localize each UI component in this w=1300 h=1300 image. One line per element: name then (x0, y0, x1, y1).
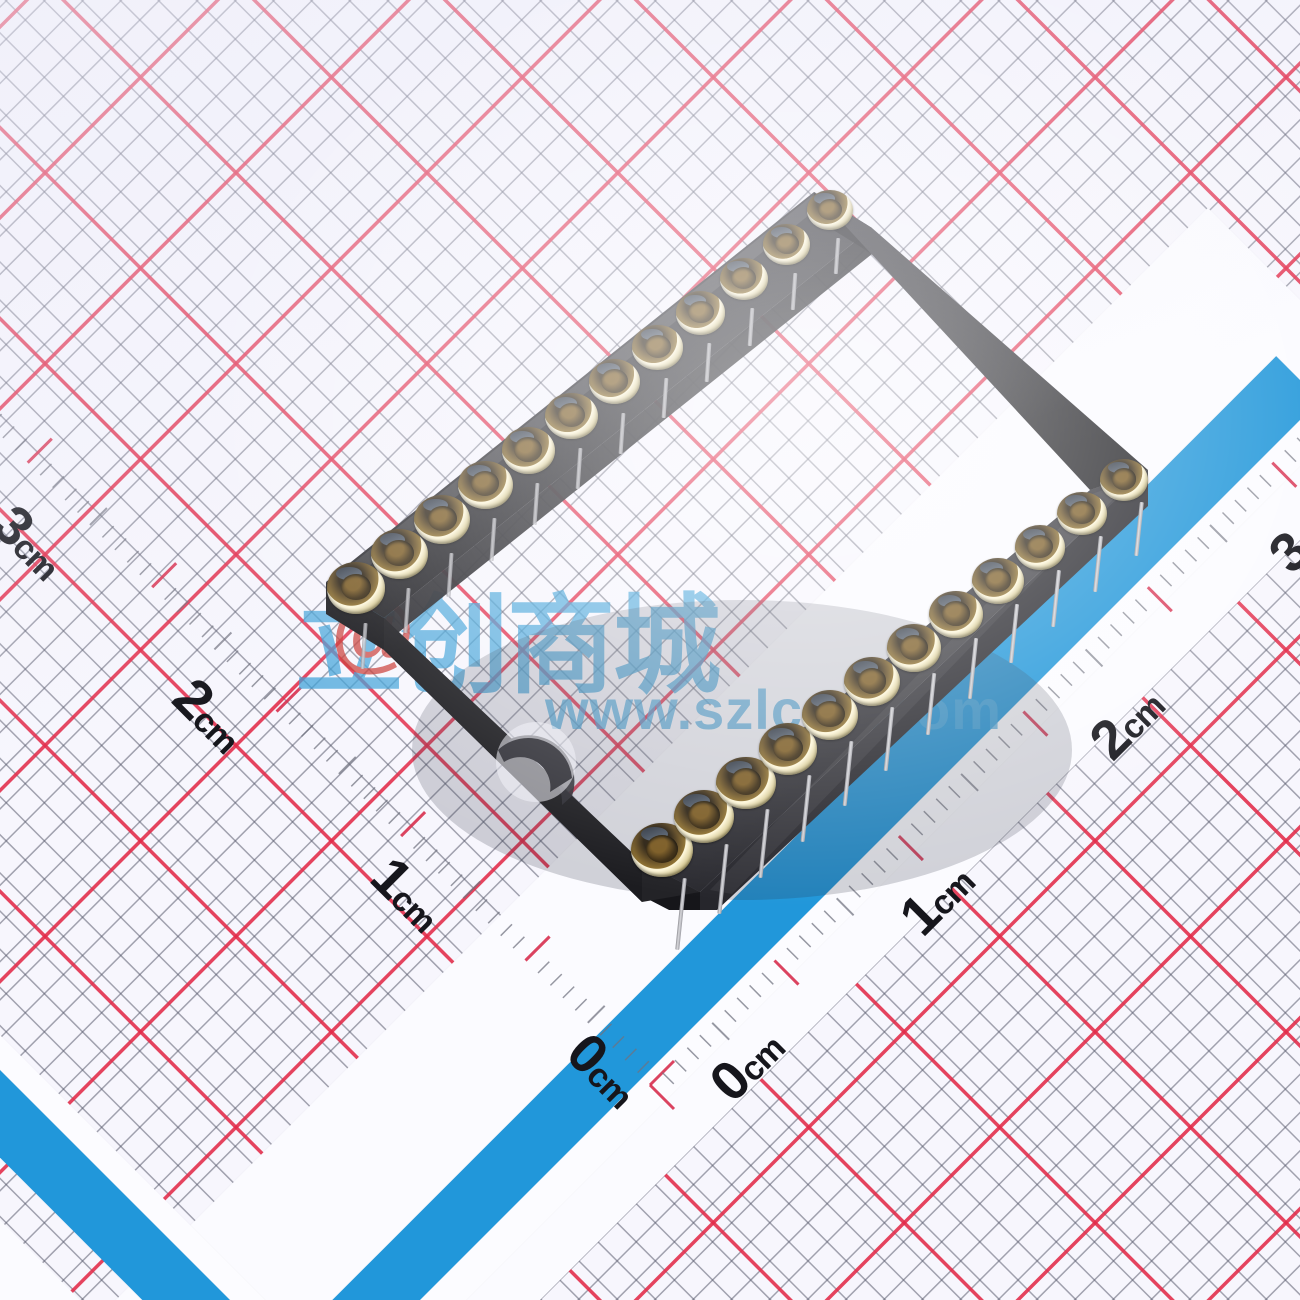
socket-contact (501, 426, 556, 475)
contact-specular-highlight (768, 727, 794, 741)
socket-contact (929, 591, 983, 638)
contact-specular-highlight (937, 594, 962, 608)
socket-contact (886, 624, 942, 673)
contact-specular-highlight (640, 328, 663, 341)
contact-specular-highlight (379, 532, 405, 546)
contact-specular-highlight (895, 628, 920, 641)
contact-specular-highlight (853, 661, 878, 674)
contact-specular-highlight (980, 561, 1004, 574)
contact-specular-highlight (336, 566, 362, 580)
contact-specular-highlight (683, 294, 706, 307)
socket-contact (1014, 525, 1066, 570)
socket-contact (327, 562, 385, 614)
contact-specular-highlight (466, 464, 491, 478)
socket-contact (719, 257, 768, 300)
socket-contact (807, 189, 853, 231)
socket-contact (457, 460, 513, 509)
contact-specular-highlight (727, 260, 749, 272)
contact-specular-highlight (423, 498, 448, 512)
contact-specular-highlight (553, 396, 577, 409)
socket-contact (676, 291, 726, 335)
socket-contact (370, 528, 428, 579)
contact-specular-highlight (597, 362, 620, 375)
socket-contact (1100, 458, 1148, 502)
contact-specular-highlight (510, 430, 534, 443)
socket-contact (1057, 491, 1107, 536)
socket-contact (414, 494, 471, 544)
contact-specular-highlight (640, 827, 669, 842)
socket-contact (545, 393, 598, 440)
contact-specular-highlight (1022, 528, 1046, 541)
ic-socket (312, 150, 1152, 950)
contact-specular-highlight (810, 694, 836, 708)
contact-specular-highlight (683, 793, 711, 808)
socket-contact (844, 657, 900, 707)
contact-specular-highlight (725, 760, 752, 775)
contact-specular-highlight (1065, 495, 1087, 507)
contact-specular-highlight (814, 192, 835, 204)
socket-contact (632, 325, 683, 370)
socket-contact (972, 558, 1024, 604)
contact-specular-highlight (770, 226, 792, 238)
contact-specular-highlight (1107, 462, 1129, 474)
